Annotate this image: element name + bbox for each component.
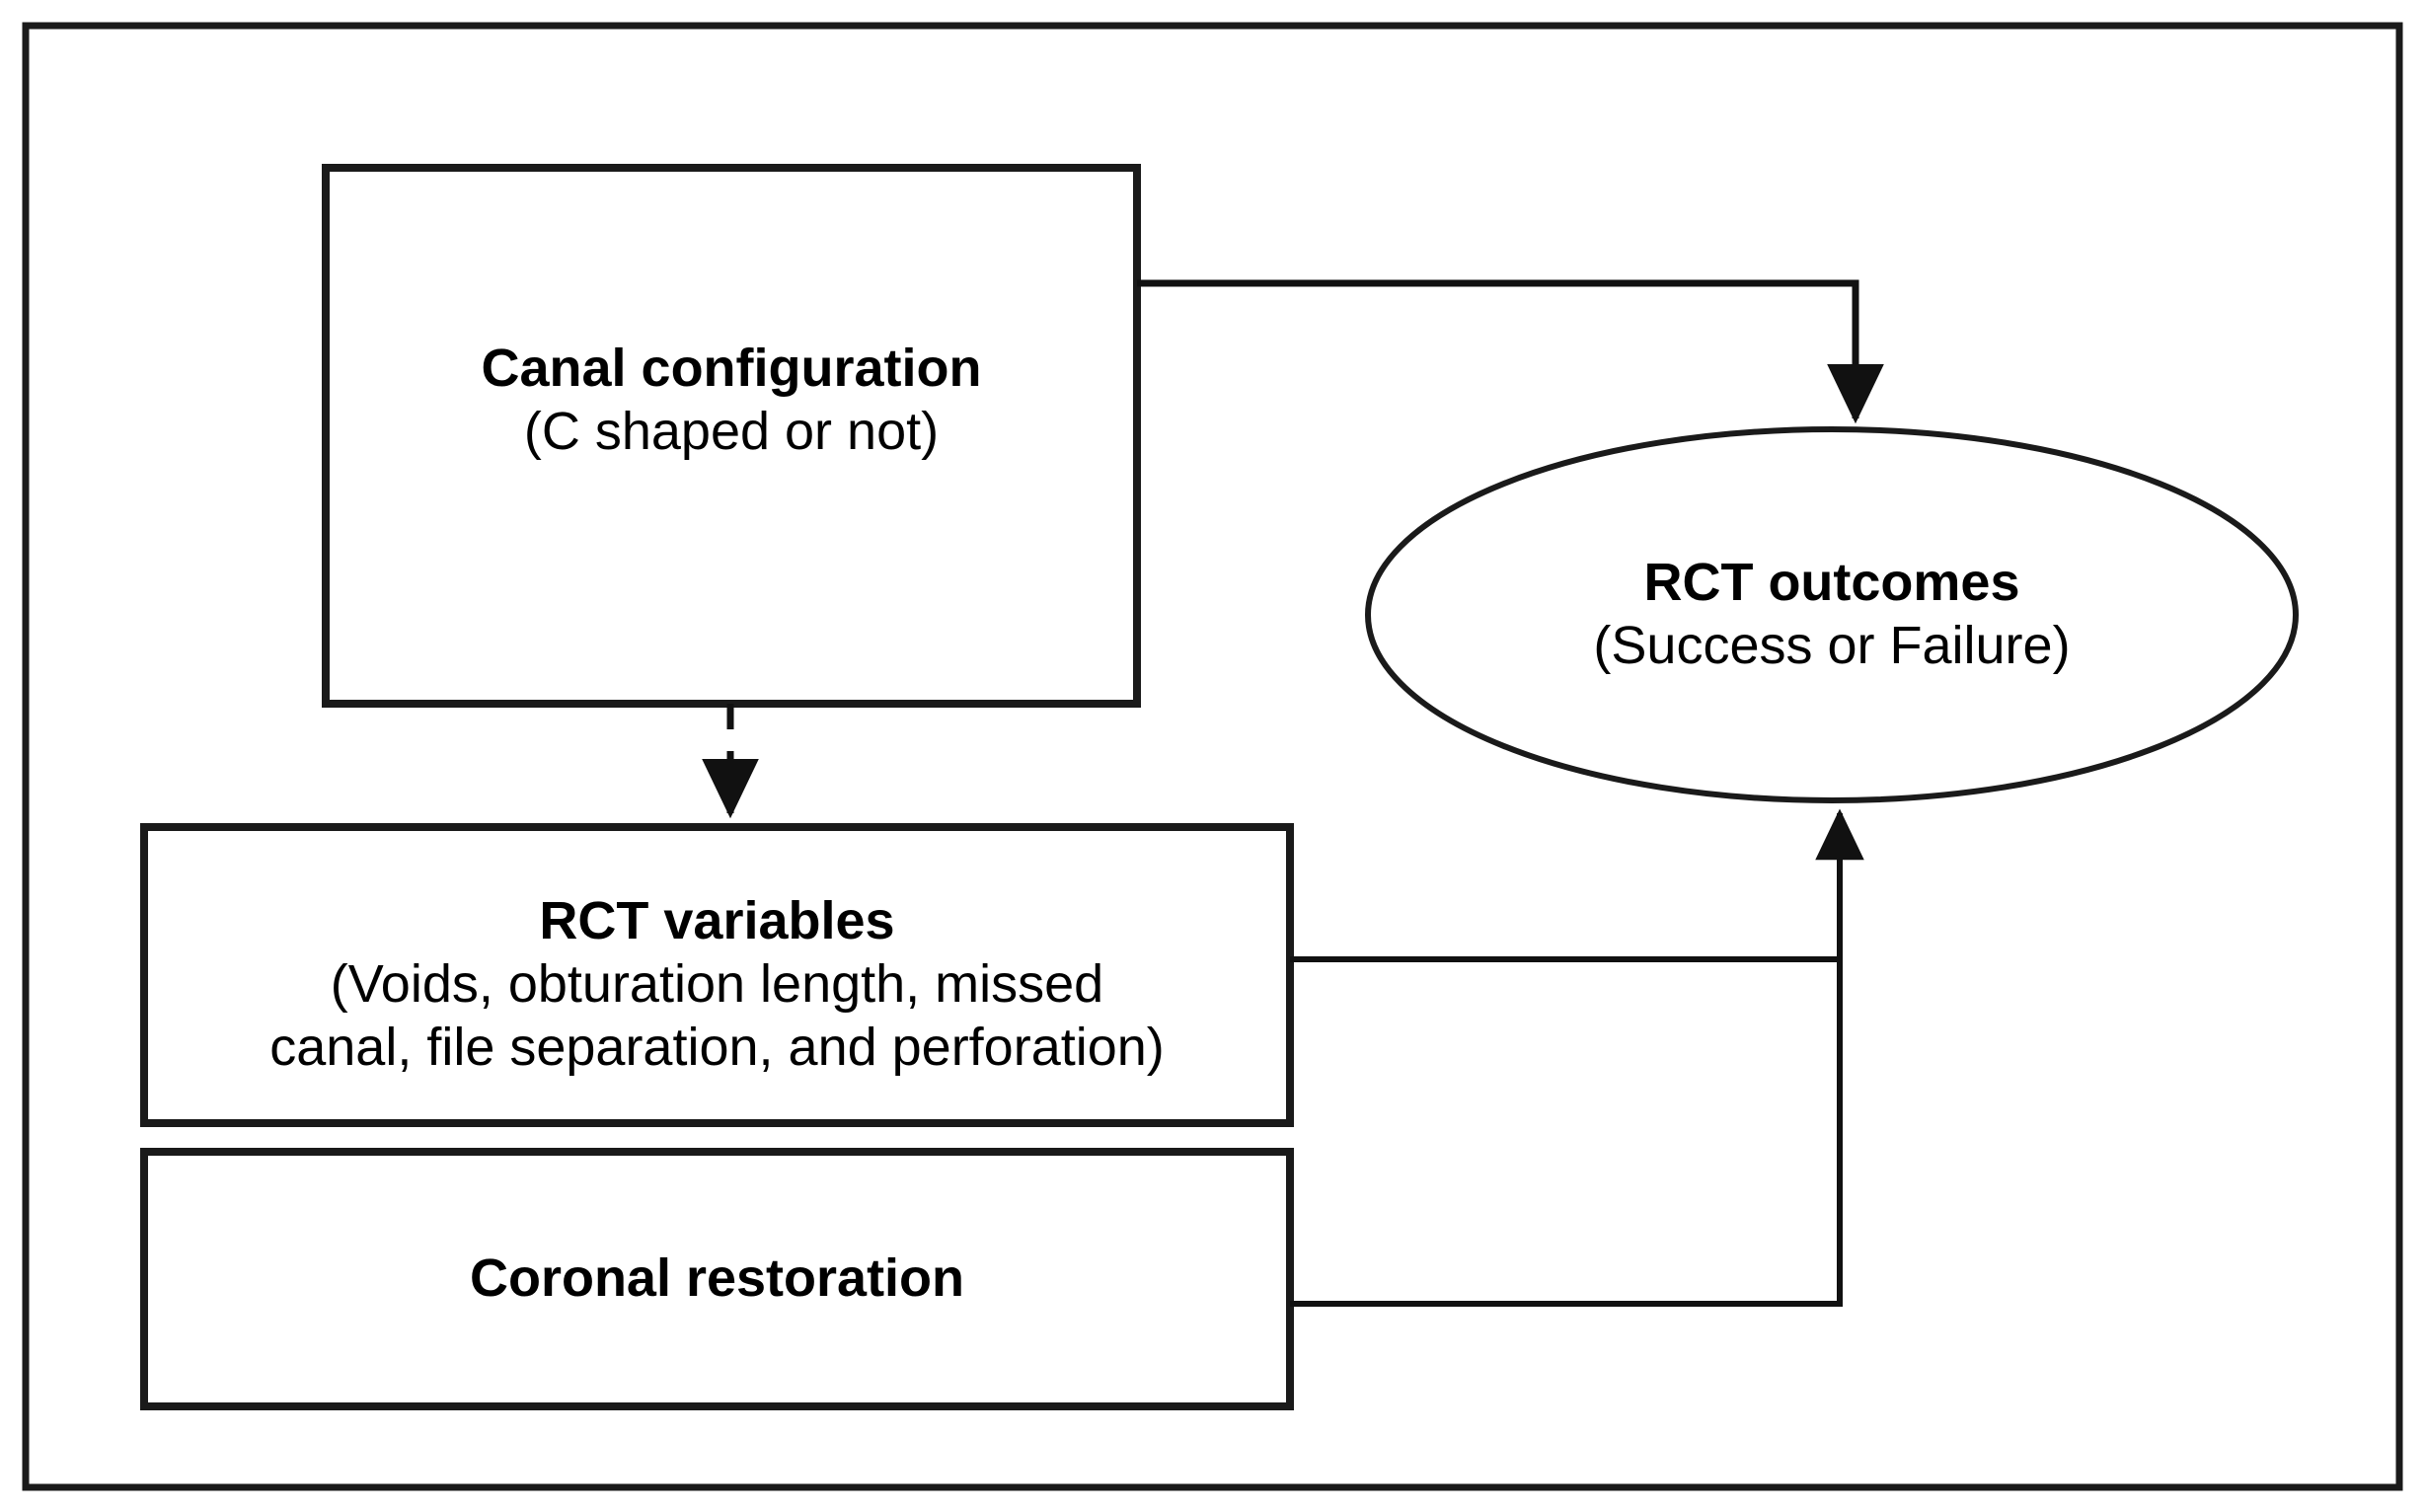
outer-frame xyxy=(22,22,2403,1491)
canal-configuration-box[interactable] xyxy=(322,164,1141,708)
edge-coronal-to-outcomes xyxy=(1290,962,1843,1307)
edge-canal-to-outcomes xyxy=(1137,279,1884,424)
edge-variables-to-outcomes xyxy=(1290,808,1864,962)
coronal-restoration-box[interactable] xyxy=(140,1148,1294,1410)
rct-variables-box[interactable] xyxy=(140,823,1294,1127)
rct-outcomes-ellipse[interactable] xyxy=(1365,426,2299,803)
